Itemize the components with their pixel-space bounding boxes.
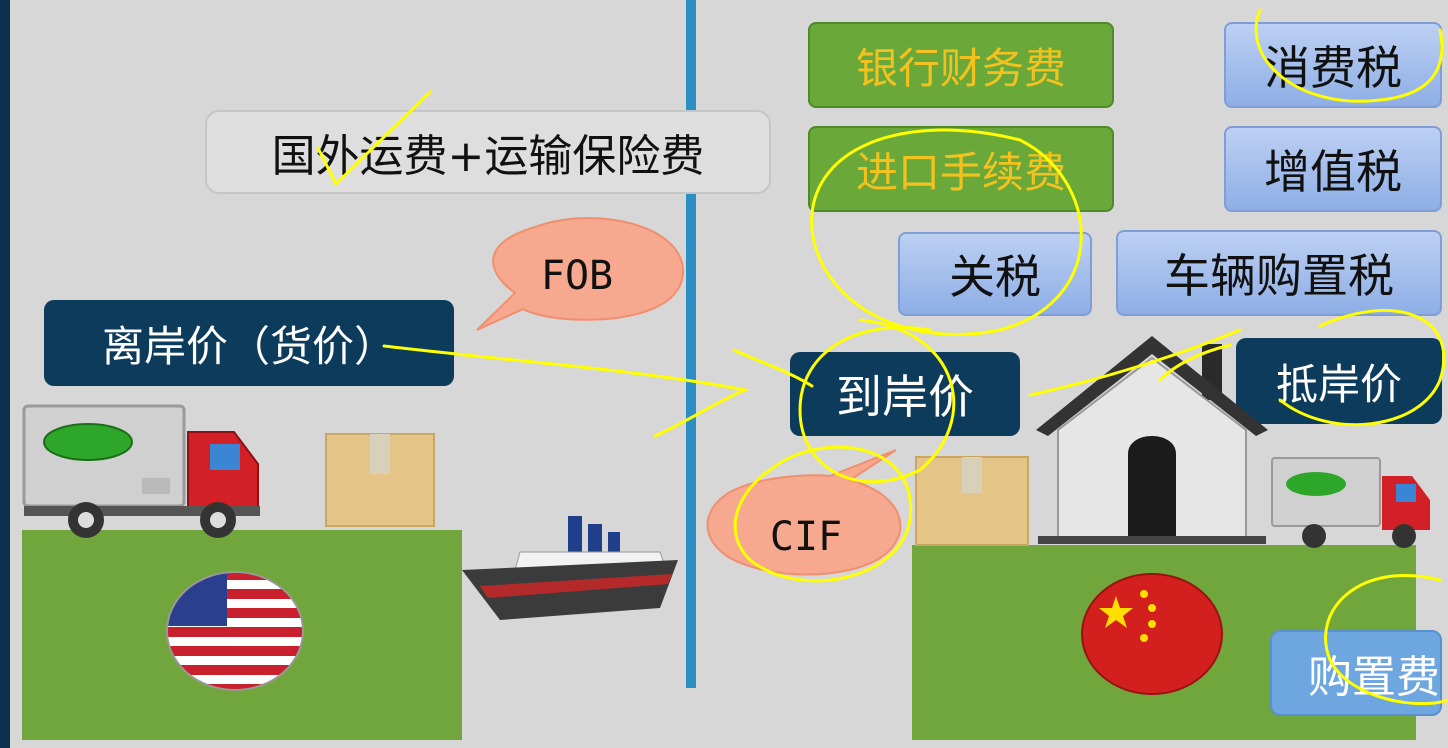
vehicle-purchase-tax-label: 车辆购置税 xyxy=(1116,230,1442,316)
import-fee-label: 进口手续费 xyxy=(808,126,1114,212)
border-divider xyxy=(686,0,696,688)
house-icon xyxy=(1036,336,1268,544)
china-flag-icon xyxy=(1081,573,1223,695)
cif-price-label: 到岸价 xyxy=(790,352,1020,436)
truck-icon xyxy=(22,404,260,538)
cif-bubble-text: CIF xyxy=(770,514,842,560)
consumption-tax-label: 消费税 xyxy=(1224,22,1442,108)
vat-label: 增值税 xyxy=(1224,126,1442,212)
ship-icon xyxy=(462,516,678,620)
bank-fee-label: 银行财务费 xyxy=(808,22,1114,108)
cardboard-box-icon xyxy=(325,433,435,527)
fob-bubble-text: FOB xyxy=(541,253,613,299)
freight-insurance-label: 国外运费+运输保险费 xyxy=(205,110,771,194)
purchase-cost-label: 购置费 xyxy=(1270,630,1442,716)
truck-icon xyxy=(1271,457,1430,548)
cif-bubble: CIF xyxy=(706,449,902,576)
fob-bubble: FOB xyxy=(476,217,685,331)
us-flag-icon xyxy=(166,571,304,691)
fob-price-label: 离岸价（货价） xyxy=(44,300,454,386)
tariff-label: 关税 xyxy=(898,232,1092,316)
cardboard-box-icon xyxy=(915,456,1029,546)
